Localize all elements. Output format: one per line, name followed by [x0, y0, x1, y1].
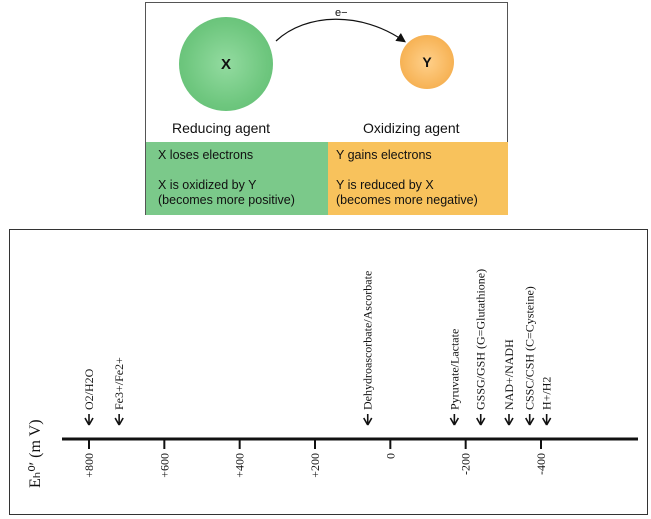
- y-more-negative-text: (becomes more negative): [336, 193, 478, 207]
- redox-couple-marker: GSSG/GSH (G=Glutathione): [474, 269, 488, 426]
- reducing-agent-info-box: X loses electrons X is oxidized by Y (be…: [146, 142, 328, 215]
- redox-couple-marker: Dehydroascorbate/Ascorbate: [361, 271, 375, 426]
- redox-couple-marker: Fe3+/Fe2+: [112, 357, 126, 426]
- redox-couple-marker: CSSC/CSH (C=Cysteine): [523, 286, 537, 426]
- redox-couple-marker: O2/H2O: [82, 368, 96, 426]
- oxidizing-agent-sphere: Y: [400, 35, 454, 89]
- tick-label: +600: [157, 453, 171, 478]
- down-arrow-icon: [449, 414, 460, 426]
- tick-label: +400: [233, 453, 247, 478]
- redox-couple-marker: Pyruvate/Lactate: [447, 329, 461, 426]
- oxidizing-agent-label: Oxidizing agent: [363, 120, 460, 136]
- reducing-agent-sphere: X: [179, 17, 273, 111]
- x-loses-electrons-text: X loses electrons: [158, 148, 254, 162]
- x-oxidized-text: X is oxidized by Y: [158, 178, 257, 192]
- x-label: X: [220, 55, 231, 73]
- redox-couple-label: H+/H2: [540, 377, 554, 410]
- redox-couple-label: Fe3+/Fe2+: [112, 357, 126, 410]
- oxidizing-agent-info-box: Y gains electrons Y is reduced by X (bec…: [328, 142, 508, 215]
- redox-couple-label: O2/H2O: [82, 368, 96, 410]
- redox-couple-marker: H+/H2: [540, 377, 554, 426]
- y-reduced-text: Y is reduced by X: [336, 178, 434, 192]
- y-label: Y: [422, 54, 432, 70]
- tick-label: 0: [383, 453, 397, 459]
- electron-transfer-arrow: [275, 18, 406, 43]
- redox-couple-label: CSSC/CSH (C=Cysteine): [523, 286, 537, 410]
- down-arrow-icon: [504, 414, 514, 426]
- redox-couple-label: Dehydroascorbate/Ascorbate: [361, 271, 375, 410]
- redox-panel: X Y e− Reducing agent Oxidizing agent X …: [145, 2, 508, 215]
- electron-label: e−: [335, 7, 348, 19]
- redox-couple-label: Pyruvate/Lactate: [447, 329, 461, 410]
- tick-label: +800: [82, 453, 96, 478]
- x-more-positive-text: (becomes more positive): [158, 193, 295, 207]
- down-arrow-icon: [541, 414, 552, 426]
- down-arrow-icon: [476, 414, 486, 426]
- tick-label: -200: [459, 453, 473, 475]
- down-arrow-icon: [84, 414, 94, 426]
- redox-couple-label: GSSG/GSH (G=Glutathione): [474, 269, 488, 410]
- tick-label: -400: [534, 453, 548, 475]
- reducing-agent-label: Reducing agent: [172, 120, 271, 136]
- axis-title: Eₕ⁰′ (m V): [27, 419, 44, 488]
- down-arrow-icon: [114, 414, 124, 426]
- y-gains-electrons-text: Y gains electrons: [336, 148, 432, 162]
- redox-couple-marker: NAD+/NADH: [502, 339, 516, 426]
- tick-label: +200: [308, 453, 322, 478]
- redox-potential-scale: Eₕ⁰′ (m V) +800 +600 +400 +200 0 -200 -400 O2/H2…: [9, 229, 648, 515]
- potential-scale-svg: Eₕ⁰′ (m V) +800 +600 +400 +200 0 -200 -400 O2/H2…: [27, 269, 638, 488]
- down-arrow-icon: [363, 414, 373, 426]
- redox-couple-label: NAD+/NADH: [502, 339, 516, 410]
- down-arrow-icon: [525, 414, 535, 426]
